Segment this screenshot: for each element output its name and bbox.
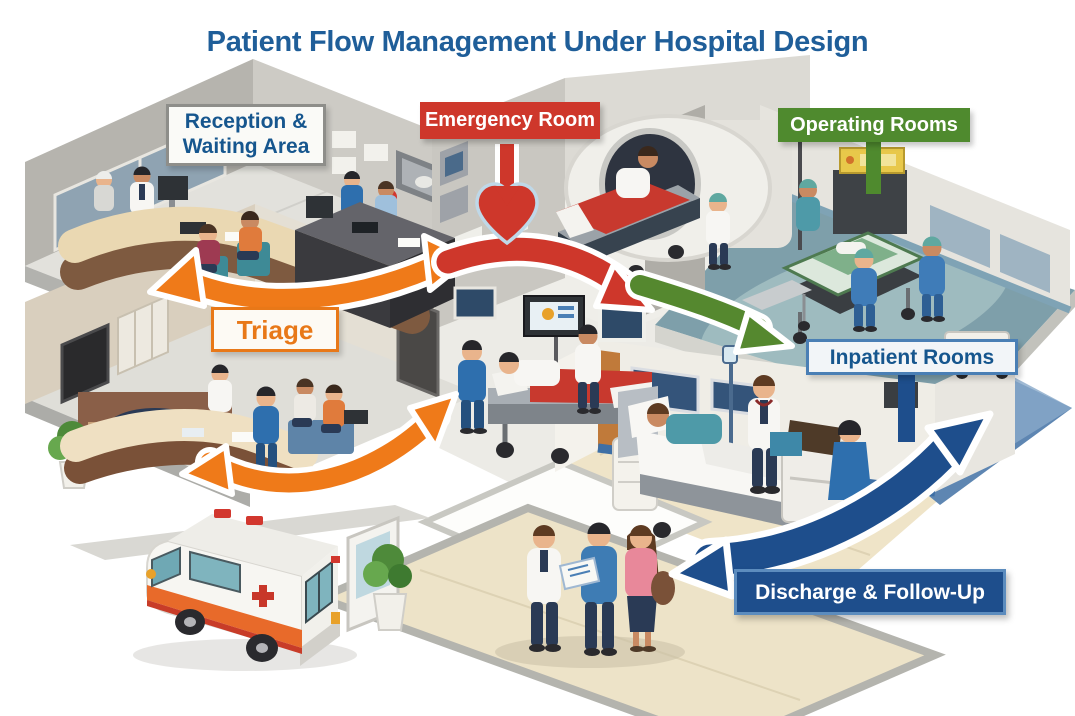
stretcher-patient-figure	[499, 352, 560, 386]
wall-art	[453, 286, 497, 320]
iv-pole	[722, 345, 738, 448]
discharge-followup-label: Discharge & Follow-Up	[734, 569, 1006, 615]
corridor-monitor	[523, 295, 585, 402]
surgeon-figure	[796, 179, 820, 231]
flow-arrow-triage-corridor	[179, 391, 459, 498]
triage-label: Triage	[211, 307, 339, 352]
er-patient-figure	[616, 146, 658, 198]
bench-patients	[288, 378, 368, 454]
ambulance-stripe	[147, 585, 302, 648]
emergency-room	[556, 114, 814, 279]
reception-doctor-figure	[130, 166, 154, 214]
emergency-pointer	[475, 144, 539, 246]
beacon-light	[214, 509, 231, 518]
flow-arrows	[147, 138, 994, 600]
ambulance	[133, 509, 357, 671]
inpatient-patient-figure	[647, 403, 722, 444]
or-wall-panel	[930, 205, 990, 268]
shoulder-bag	[651, 571, 675, 605]
reception-room	[58, 166, 455, 334]
entrance-plant	[363, 544, 412, 631]
discharge-family-figure	[625, 525, 675, 652]
waiting-room-tv	[60, 322, 110, 405]
receptionist-figure	[94, 171, 114, 211]
er-wall-monitors	[440, 141, 468, 223]
red-cross-icon	[252, 585, 274, 607]
entrance	[346, 515, 412, 633]
er-doctor-figure	[706, 193, 731, 270]
inpatient-label-stem	[898, 374, 915, 442]
flow-arrow-reception-triage	[147, 233, 473, 315]
red-blanket	[556, 180, 690, 234]
surgeon-figure	[919, 236, 945, 322]
triage-nurse-figure	[208, 364, 232, 412]
reception-monitor	[158, 176, 188, 200]
surgeon-figure	[851, 248, 877, 332]
discharge-doctor-figure	[527, 525, 561, 652]
reception-area-label: Reception & Waiting Area	[166, 104, 326, 166]
transport-nurse-figure	[458, 340, 487, 434]
inpatient-rooms-label: Inpatient Rooms	[806, 339, 1018, 375]
laptop	[344, 410, 368, 424]
attending-clinician-figure	[575, 324, 601, 414]
discharge-group	[495, 522, 685, 668]
waiting-patient-figure	[237, 211, 270, 276]
emergency-room-label: Emergency Room	[420, 102, 600, 139]
flow-arrow-discharge	[668, 410, 994, 600]
flow-arrow-to-operating	[625, 270, 795, 355]
page-title: Patient Flow Management Under Hospital D…	[206, 26, 869, 58]
operating-label-stem	[866, 138, 881, 194]
operating-rooms-label: Operating Rooms	[778, 108, 970, 142]
